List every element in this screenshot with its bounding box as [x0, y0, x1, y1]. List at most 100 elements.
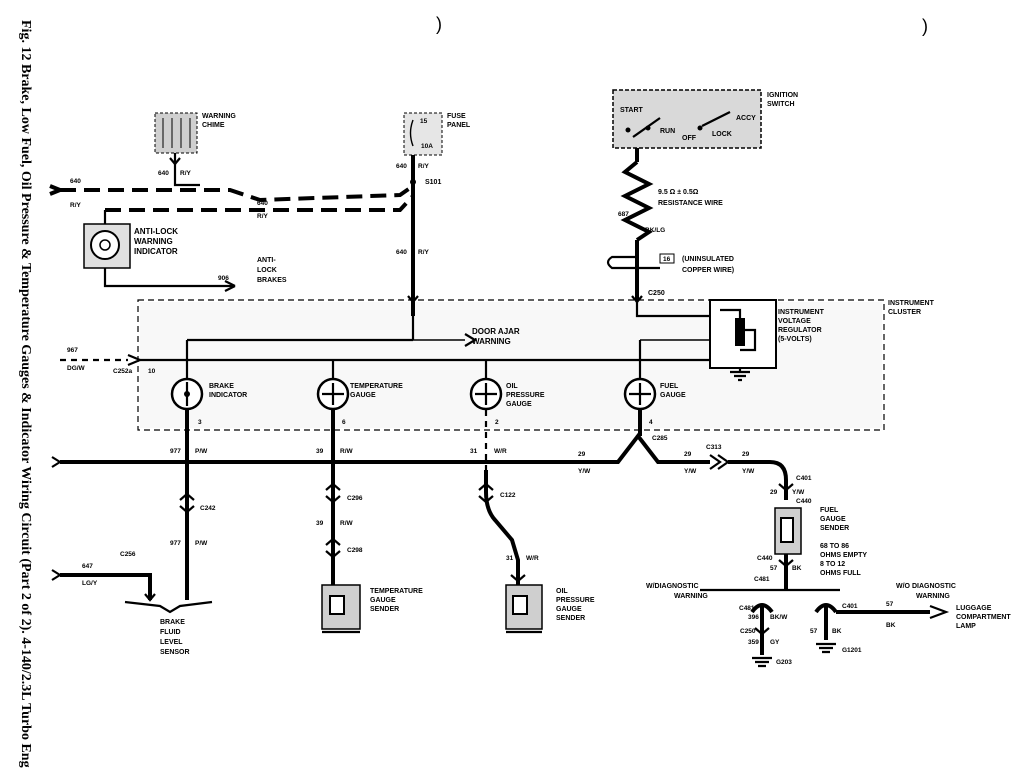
fuel-gauge-label-1: FUEL: [660, 383, 679, 390]
fuel-gauge: FUEL GAUGE 4: [623, 377, 686, 426]
fuel-gauge-label-2: GAUGE: [660, 392, 686, 399]
wire-640-label: 640: [396, 163, 407, 170]
connector-c298-label: C298: [347, 547, 363, 554]
connector-c313-label: C313: [706, 444, 722, 451]
wo-diag-label-1: W/O DIAGNOSTIC: [896, 583, 956, 590]
brake-sensor-label-4: SENSOR: [160, 649, 190, 656]
wire-977-label: 977: [170, 540, 181, 547]
door-ajar-label-1: DOOR AJAR: [472, 327, 520, 336]
wire-57-label: 57: [770, 565, 778, 572]
luggage-lamp-label-1: LUGGAGE: [956, 605, 992, 612]
wire-640-label: 640: [158, 170, 169, 177]
oil-sender-label-4: SENDER: [556, 615, 585, 622]
regulator-label-4: (5-VOLTS): [778, 336, 812, 343]
wire-906-label: 906: [218, 275, 229, 282]
wire-ry-label: R/Y: [418, 249, 430, 256]
uninsulated-label-2: COPPER WIRE): [682, 267, 734, 274]
ground-g203: [752, 656, 772, 668]
wire-31-label: 31: [506, 555, 514, 562]
fuel-sender-label-4: 68 TO 86: [820, 543, 849, 550]
instrument-cluster-box: [137, 299, 885, 431]
temperature-gauge: TEMPERATURE GAUGE 6: [316, 360, 403, 426]
wire-bk-label: BK: [886, 622, 896, 629]
wire-yw-label: Y/W: [684, 468, 697, 475]
connector-c296-label: C296: [347, 495, 363, 502]
copper-wire-wrap: [606, 255, 660, 270]
instrument-cluster-label-1: INSTRUMENT: [888, 300, 935, 307]
wire-bk-label: BK: [832, 628, 842, 635]
wire-dgw-label: DG/W: [67, 365, 86, 372]
wire-647-label: 647: [82, 563, 93, 570]
regulator-label-2: VOLTAGE: [778, 318, 811, 325]
wire-yw-label: Y/W: [792, 489, 805, 496]
w-diag-label-1: W/DIAGNOSTIC: [646, 583, 699, 590]
scan-mark: ): [922, 16, 928, 36]
ignition-switch-label-1: IGNITION: [767, 92, 798, 99]
resistance-wire-label-2: RESISTANCE WIRE: [658, 200, 723, 207]
connector-c242-label: C242: [200, 505, 216, 512]
scan-mark: ): [436, 14, 442, 34]
wire-977-label: 977: [170, 448, 181, 455]
fuel-gauge-sender: FUEL GAUGE SENDER 68 TO 86 OHMS EMPTY 8 …: [774, 507, 867, 577]
uninsulated-label-1: (UNINSULATED: [682, 256, 734, 263]
anti-lock-label-3: INDICATOR: [134, 247, 178, 256]
oil-sender-label-3: GAUGE: [556, 606, 582, 613]
brake-sensor-label-2: FLUID: [160, 629, 181, 636]
ign-start-label: START: [620, 107, 644, 114]
pin-2-label: 2: [495, 419, 499, 426]
wire-39-label: 39: [316, 520, 324, 527]
fuel-sender-label-3: SENDER: [820, 525, 849, 532]
wo-diag-label-2: WARNING: [916, 593, 950, 600]
oil-gauge-label-1: OIL: [506, 383, 518, 390]
anti-lock-label-2: WARNING: [134, 237, 173, 246]
connector-c252a-label: C252a: [113, 368, 133, 375]
connector-c440b-label: C440: [757, 555, 773, 562]
wire-ry-label: R/Y: [70, 202, 82, 209]
wire-29-label: 29: [578, 451, 586, 458]
temperature-gauge-sender: TEMPERATURE GAUGE SENDER: [321, 584, 423, 634]
luggage-lamp-label-3: LAMP: [956, 623, 976, 630]
oil-sender-label-2: PRESSURE: [556, 597, 595, 604]
fuel-sender-label-1: FUEL: [820, 507, 839, 514]
temp-sender-label-3: SENDER: [370, 606, 399, 613]
fuse-panel: 15 10A FUSE PANEL: [403, 112, 471, 156]
fuel-sender-label-6: 8 TO 12: [820, 561, 845, 568]
wire-gy-label: GY: [770, 639, 780, 646]
warning-chime-label-2: CHIME: [202, 122, 225, 129]
wire-29-label: 29: [742, 451, 750, 458]
brake-indicator: BRAKE INDICATOR 3: [170, 340, 247, 426]
regulator-label-3: REGULATOR: [778, 327, 822, 334]
wire-57-label: 57: [810, 628, 818, 635]
wire-57-label: 57: [886, 601, 894, 608]
connector-c401-label: C401: [796, 475, 812, 482]
wire-pw-label: P/W: [195, 448, 208, 455]
wire-359-label: 359: [748, 639, 759, 646]
wire-yw-label: Y/W: [742, 468, 755, 475]
fuel-sender-label-2: GAUGE: [820, 516, 846, 523]
anti-lock-brakes-label-3: BRAKES: [257, 277, 287, 284]
wire-rw-label: R/W: [340, 520, 354, 527]
wire-pw-label: P/W: [195, 540, 208, 547]
wire-rw-label: R/W: [340, 448, 354, 455]
fuel-sender-label-5: OHMS EMPTY: [820, 552, 867, 559]
ground-g203-label: G203: [776, 659, 792, 666]
door-ajar-label-2: WARNING: [472, 337, 511, 346]
pin-10-label: 10: [148, 368, 156, 375]
connector-c440-label: C440: [796, 498, 812, 505]
wire-29-label: 29: [684, 451, 692, 458]
ignition-switch: START ACCY RUN OFF LOCK IGNITION SWITCH: [612, 89, 798, 149]
wire-ry-label: R/Y: [418, 163, 430, 170]
ign-lock-label: LOCK: [712, 131, 732, 138]
temp-sender-label-1: TEMPERATURE: [370, 588, 423, 595]
wire-bk-label: BK: [792, 565, 802, 572]
oil-sender-label-1: OIL: [556, 588, 568, 595]
fuel-sender-label-7: OHMS FULL: [820, 570, 862, 577]
brake-sensor-label-1: BRAKE: [160, 619, 185, 626]
regulator-ground: [730, 368, 750, 382]
wire-wr-label: W/R: [494, 448, 507, 455]
wire-wr-label: W/R: [526, 555, 539, 562]
connector-c285-label: C285: [652, 435, 668, 442]
resistance-wire: [620, 160, 654, 242]
pin-6-label: 6: [342, 419, 346, 426]
